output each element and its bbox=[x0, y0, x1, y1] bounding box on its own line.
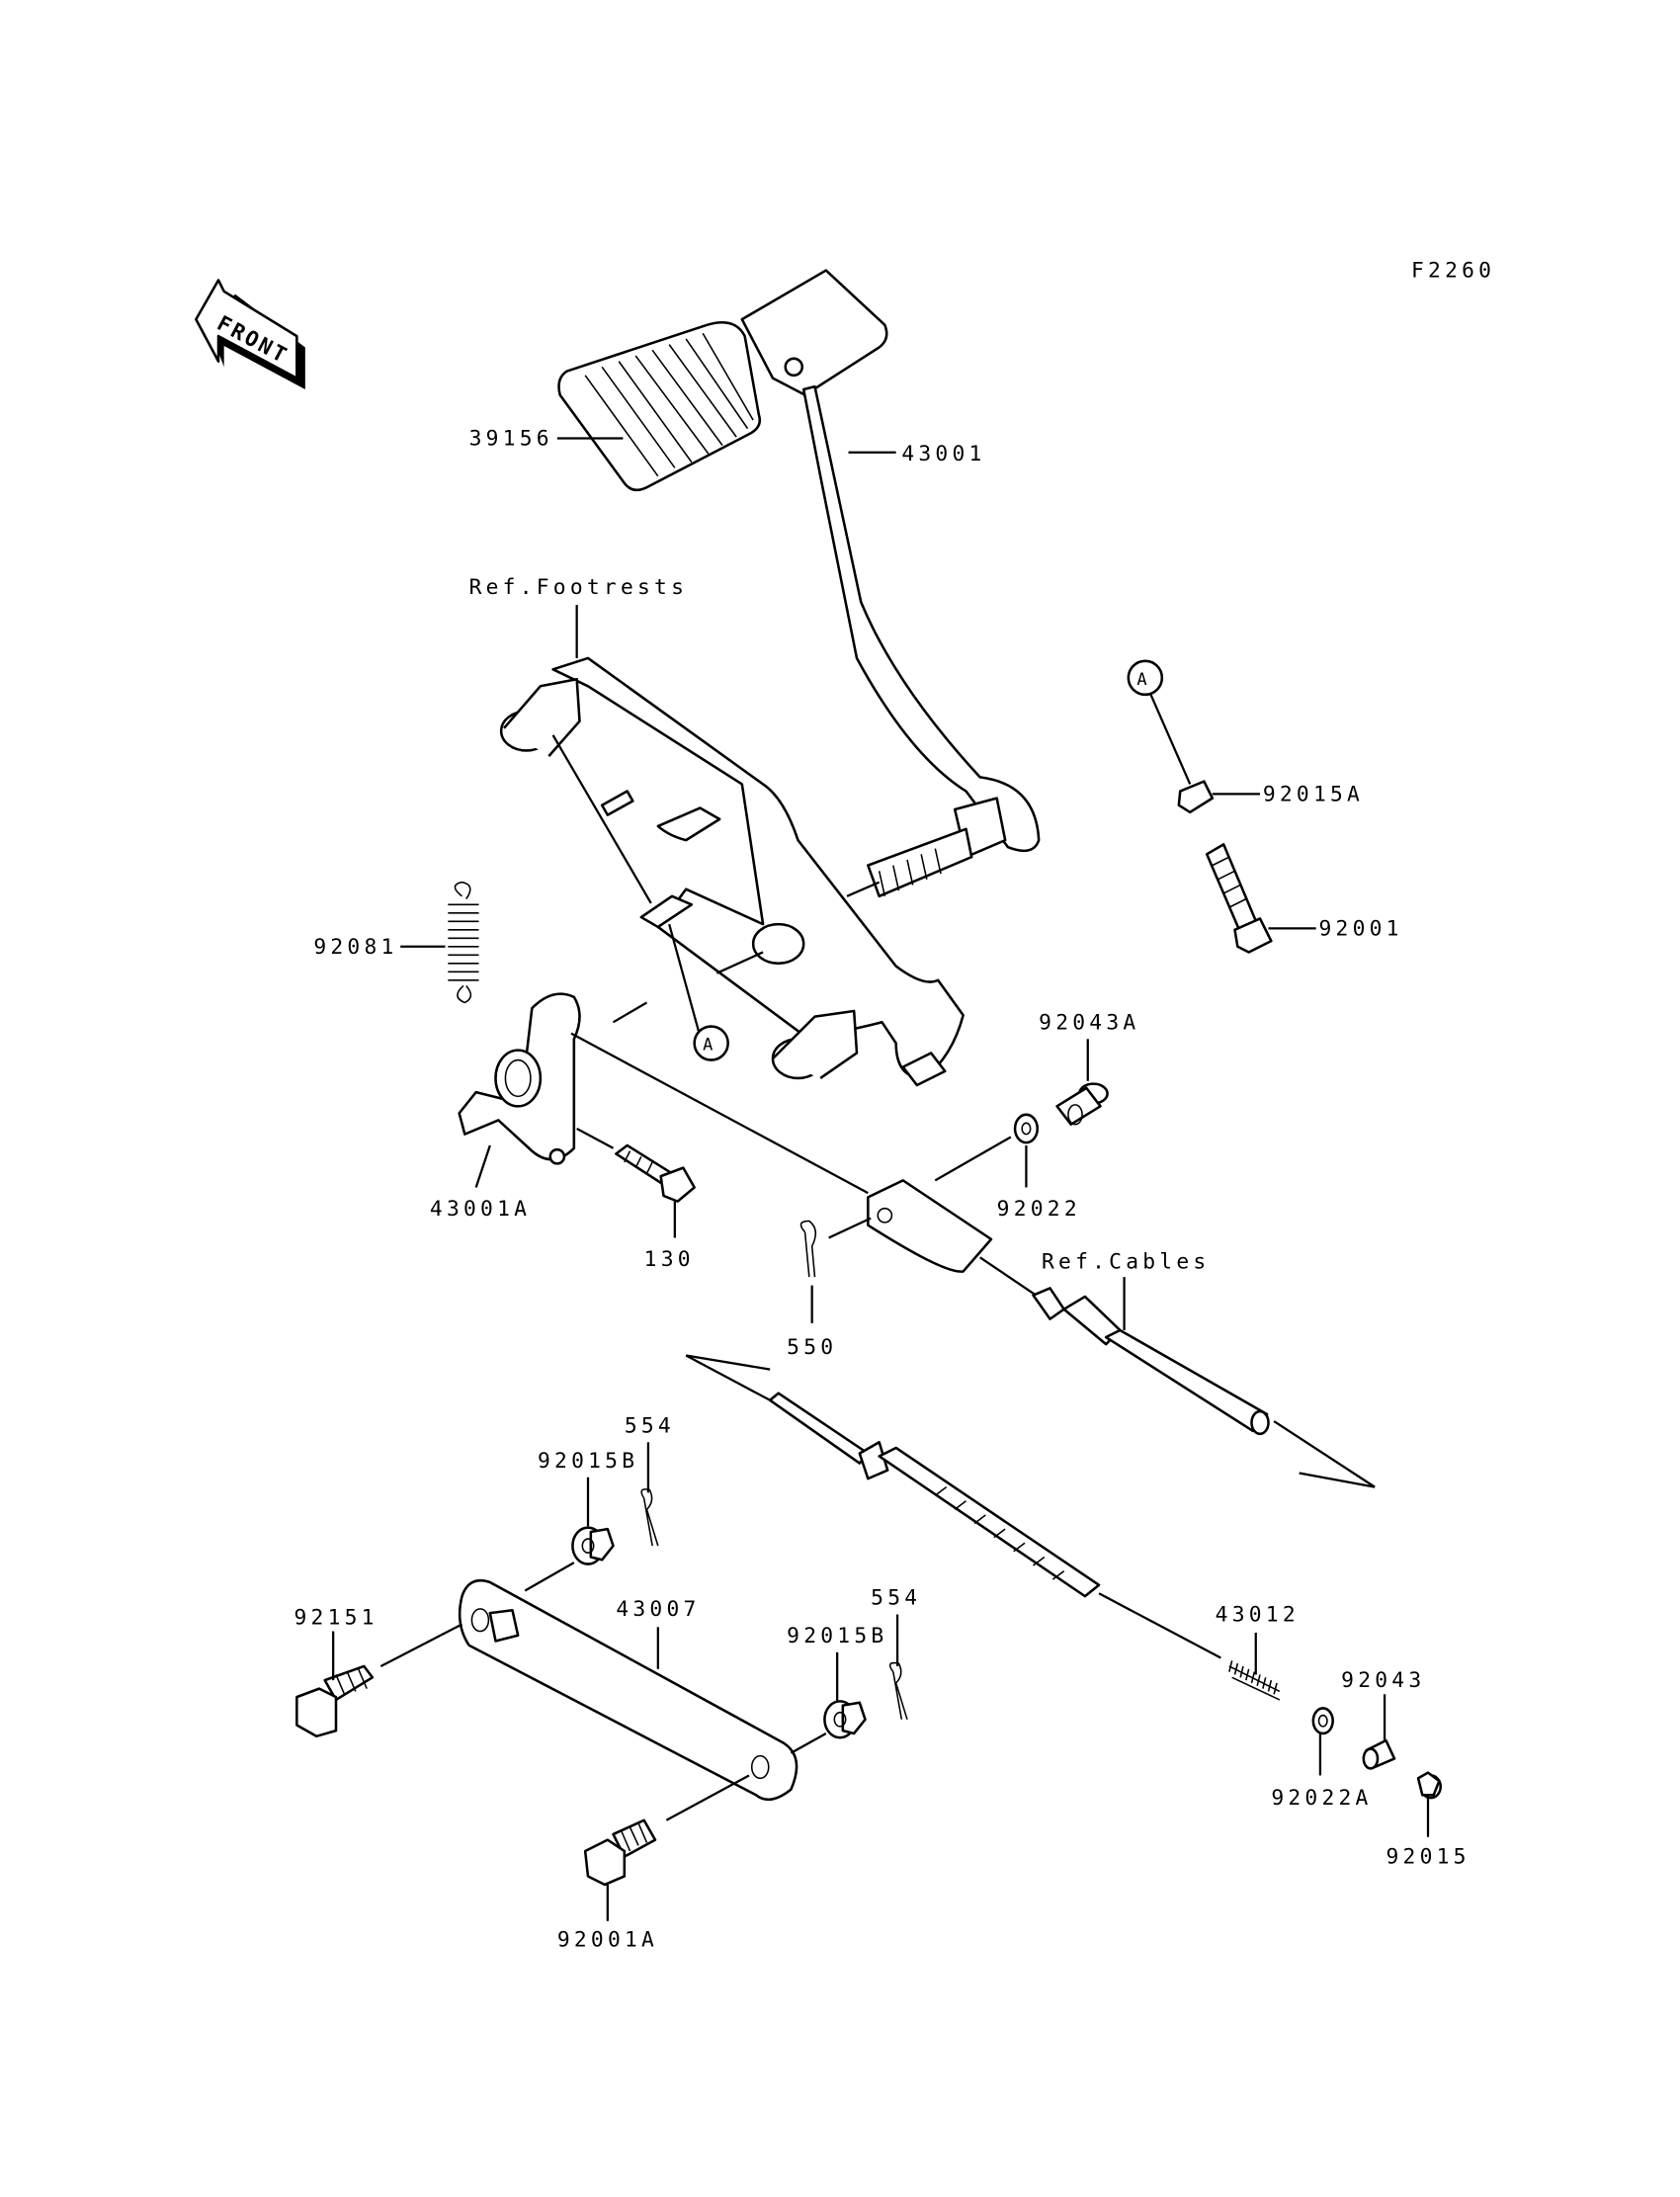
square-head-bolt-part bbox=[295, 1664, 375, 1738]
part-label-92081: 92081 bbox=[313, 935, 397, 960]
part-label-43001: 43001 bbox=[901, 442, 985, 466]
part-label-39156: 39156 bbox=[469, 427, 553, 452]
adjuster-spring-part bbox=[1228, 1660, 1281, 1701]
nut-part bbox=[1177, 780, 1215, 814]
brake-lever-part bbox=[458, 992, 581, 1165]
callout-a-label-2: A bbox=[1136, 670, 1146, 690]
callout-a-label: A bbox=[703, 1036, 713, 1056]
brake-cable-part bbox=[768, 1287, 1270, 1598]
figure-code: F2260 bbox=[1411, 259, 1495, 284]
part-label-92043: 92043 bbox=[1341, 1668, 1425, 1693]
part-label-554-lower: 554 bbox=[871, 1586, 921, 1611]
part-label-43012: 43012 bbox=[1216, 1603, 1300, 1628]
part-label-92043A: 92043A bbox=[1039, 1010, 1139, 1035]
part-label-550: 550 bbox=[787, 1335, 837, 1360]
callout-a-marker bbox=[693, 1025, 729, 1061]
clevis-part bbox=[867, 1179, 993, 1273]
flange-nut-part bbox=[571, 1526, 615, 1565]
clip-pin-part bbox=[640, 1488, 659, 1547]
brake-rod-part bbox=[458, 1578, 798, 1802]
adjuster-nut-part bbox=[1416, 1771, 1443, 1800]
hex-bolt-part bbox=[583, 1818, 657, 1887]
part-label-92015B-upper: 92015B bbox=[538, 1449, 638, 1474]
pedal-rubber-part bbox=[557, 321, 762, 492]
trunnion-pin-part bbox=[1362, 1738, 1396, 1770]
clip-pin-lower-part bbox=[888, 1661, 908, 1721]
part-label-43001A: 43001A bbox=[430, 1197, 531, 1222]
bolt-part bbox=[1205, 843, 1273, 954]
bolt-130-part bbox=[615, 1143, 696, 1203]
reference-footrests-label: Ref.Footrests bbox=[469, 575, 689, 600]
part-label-92022: 92022 bbox=[997, 1197, 1081, 1222]
front-arrow-icon: FRONT bbox=[195, 279, 305, 389]
flange-nut-lower-part bbox=[823, 1700, 867, 1739]
part-label-92022A: 92022A bbox=[1271, 1786, 1372, 1811]
part-label-130: 130 bbox=[644, 1247, 695, 1272]
brake-pedal-part bbox=[740, 269, 1041, 898]
washer-part bbox=[1013, 1113, 1040, 1144]
part-label-92001A: 92001A bbox=[557, 1927, 658, 1952]
clevis-pin-part bbox=[1055, 1082, 1109, 1126]
part-label-92001: 92001 bbox=[1319, 916, 1403, 941]
callout-a-marker-2 bbox=[1127, 659, 1164, 697]
reference-cables-label: Ref.Cables bbox=[1042, 1250, 1210, 1275]
part-label-92015B-lower: 92015B bbox=[787, 1624, 887, 1648]
part-label-92015A: 92015A bbox=[1263, 782, 1364, 806]
part-label-554-upper: 554 bbox=[625, 1413, 675, 1438]
footrest-bracket-part bbox=[499, 656, 965, 1087]
spring-part bbox=[448, 881, 479, 1004]
cotter-pin-part bbox=[799, 1220, 817, 1278]
part-label-43007: 43007 bbox=[616, 1597, 700, 1622]
part-label-92015: 92015 bbox=[1386, 1845, 1470, 1870]
part-label-92151: 92151 bbox=[294, 1605, 378, 1630]
washer-a-part bbox=[1311, 1707, 1334, 1735]
